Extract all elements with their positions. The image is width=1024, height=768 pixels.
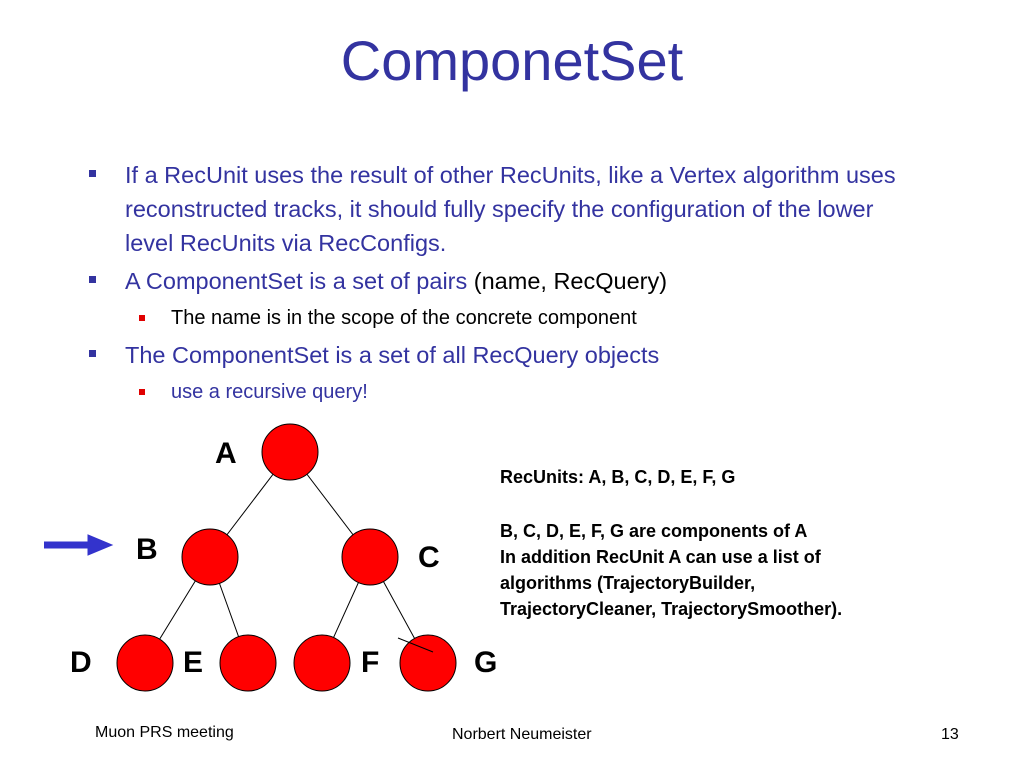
- footer-meeting: Muon PRS meeting: [95, 724, 234, 741]
- info-algorithms-line2: algorithms (TrajectoryBuilder,: [500, 573, 756, 593]
- sub-bullet-name-scope: The name is in the scope of the concrete…: [80, 302, 920, 334]
- info-components: B, C, D, E, F, G are components of A: [500, 521, 808, 541]
- node-e: [219, 634, 277, 692]
- footer-page-number: 13: [941, 726, 959, 743]
- node-d: [116, 634, 174, 692]
- bullet-text: If a RecUnit uses the result of other Re…: [125, 162, 896, 256]
- bullet-componentset-pairs: A ComponentSet is a set of pairs (name, …: [80, 264, 920, 298]
- info-recunits-list: RecUnits: A, B, C, D, E, F, G: [500, 467, 736, 487]
- bullet-square-icon: [89, 350, 96, 357]
- footer-author: Norbert Neumeister: [452, 726, 592, 743]
- sub-bullet-square-icon: [139, 389, 145, 395]
- node-label-g: G: [474, 646, 498, 679]
- bullet-text-colored: A ComponentSet is a set of pairs: [125, 268, 474, 294]
- recunit-tree-diagram: [44, 423, 457, 692]
- bullet-list: If a RecUnit uses the result of other Re…: [80, 158, 920, 412]
- node-g: [399, 634, 457, 692]
- sub-bullet-text: use a recursive query!: [171, 381, 368, 403]
- bullet-square-icon: [89, 170, 96, 177]
- arrow-pointer-icon: [44, 534, 114, 556]
- node-label-e: E: [183, 646, 204, 679]
- node-label-b: B: [136, 533, 158, 566]
- info-algorithms-line3: TrajectoryCleaner, TrajectorySmoother).: [500, 599, 843, 619]
- node-a: [261, 423, 319, 481]
- node-f: [293, 634, 351, 692]
- node-b: [181, 528, 239, 586]
- edge-g-tail: [397, 637, 434, 653]
- sub-bullet-square-icon: [139, 315, 145, 321]
- node-label-a: A: [215, 437, 237, 470]
- sub-bullet-text: The name is in the scope of the concrete…: [171, 307, 637, 329]
- bullet-recunit-config: If a RecUnit uses the result of other Re…: [80, 158, 920, 260]
- bullet-text-plain: (name, RecQuery): [473, 268, 668, 294]
- info-algorithms-line1: In addition RecUnit A can use a list of: [500, 547, 821, 567]
- node-c: [341, 528, 399, 586]
- node-label-f: F: [361, 646, 380, 679]
- bullet-square-icon: [89, 276, 96, 283]
- slide-title: ComponetSet: [340, 29, 684, 92]
- bullet-componentset-all: The ComponentSet is a set of all RecQuer…: [80, 338, 920, 372]
- bullet-text: The ComponentSet is a set of all RecQuer…: [125, 342, 660, 368]
- node-label-c: C: [418, 541, 440, 574]
- node-label-d: D: [70, 646, 92, 679]
- sub-bullet-recursive-query: use a recursive query!: [80, 376, 920, 408]
